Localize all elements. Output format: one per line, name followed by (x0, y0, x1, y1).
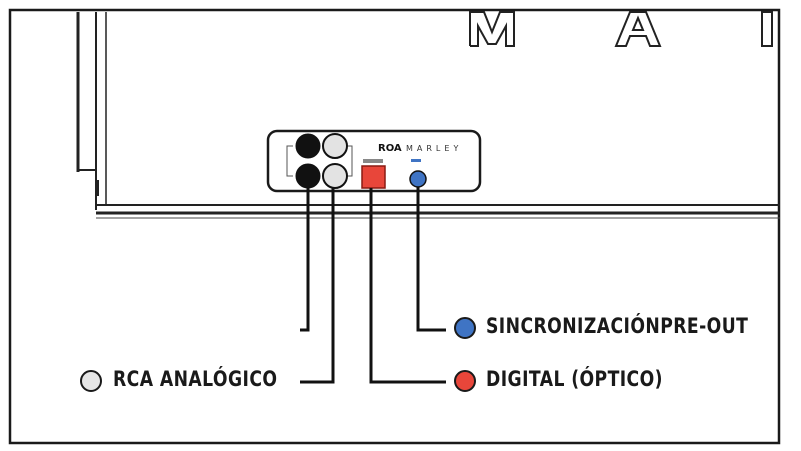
leader-line-digital (369, 188, 446, 384)
brand-name: MARLEY (406, 144, 462, 153)
top-logo-fragment (469, 11, 773, 47)
digital-label: DIGITAL (ÓPTICO) (486, 367, 663, 391)
rca-jack-right-top (322, 133, 348, 159)
sync-jack (409, 170, 427, 188)
digital-color-dot (454, 370, 476, 392)
rca-jack-left-top (295, 133, 321, 159)
optical-port (361, 165, 386, 189)
optical-label-mark (363, 159, 383, 163)
brand-mark: ROA (378, 143, 402, 154)
leader-line-rca-analog (300, 188, 335, 384)
rca-bracket (286, 145, 353, 177)
leader-line-sync (416, 187, 446, 332)
rca-jack-right-bottom (322, 163, 348, 189)
diagram-frame (8, 8, 781, 445)
device-body (76, 12, 780, 219)
leader-line-rca-left (300, 188, 310, 332)
rca-jack-left-bottom (295, 163, 321, 189)
sync-label: SINCRONIZACIÓNPRE-OUT (486, 314, 749, 338)
sync-label-mark (411, 159, 421, 162)
analog-label: RCA ANALÓGICO (113, 367, 278, 391)
leader-lines (300, 187, 446, 384)
sync-color-dot (454, 317, 476, 339)
analog-color-dot (80, 370, 102, 392)
